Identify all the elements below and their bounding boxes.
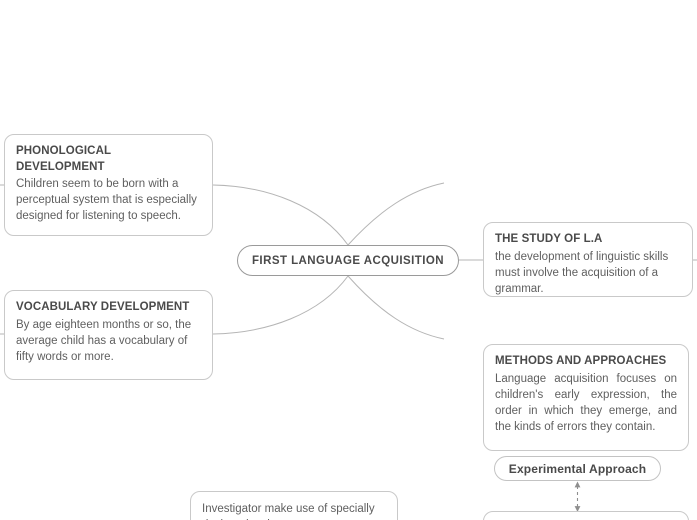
node-label: Experimental Approach bbox=[508, 461, 647, 476]
central-node-label: FIRST LANGUAGE ACQUISITION bbox=[251, 254, 445, 267]
node-the-study-of-la[interactable]: THE STUDY OF L.A the development of ling… bbox=[483, 222, 693, 297]
node-title: PHONOLOGICAL DEVELOPMENT bbox=[16, 145, 111, 173]
node-investigator[interactable]: Investigator make use of specially desig… bbox=[190, 491, 398, 520]
node-body: the development of linguistic skills mus… bbox=[495, 250, 669, 295]
node-body: Children seem to be born with a perceptu… bbox=[16, 178, 197, 222]
node-bottom-right-clipped[interactable] bbox=[483, 511, 689, 520]
node-title: THE STUDY OF L.A bbox=[495, 233, 603, 245]
node-experimental-approach[interactable]: Experimental Approach bbox=[494, 456, 661, 481]
node-body: By age eighteen months or so, the averag… bbox=[16, 318, 192, 363]
node-body: Language acquisition focuses on children… bbox=[495, 372, 677, 433]
node-title: VOCABULARY DEVELOPMENT bbox=[16, 301, 190, 313]
central-node-first-language-acquisition[interactable]: FIRST LANGUAGE ACQUISITION bbox=[237, 245, 459, 276]
node-body: Investigator make use of specially desig… bbox=[202, 503, 375, 520]
node-phonological-development[interactable]: PHONOLOGICAL DEVELOPMENT Children seem t… bbox=[4, 134, 213, 236]
node-vocabulary-development[interactable]: VOCABULARY DEVELOPMENT By age eighteen m… bbox=[4, 290, 213, 380]
node-methods-and-approaches[interactable]: METHODS AND APPROACHES Language acquisit… bbox=[483, 344, 689, 451]
node-title: METHODS AND APPROACHES bbox=[495, 355, 667, 367]
